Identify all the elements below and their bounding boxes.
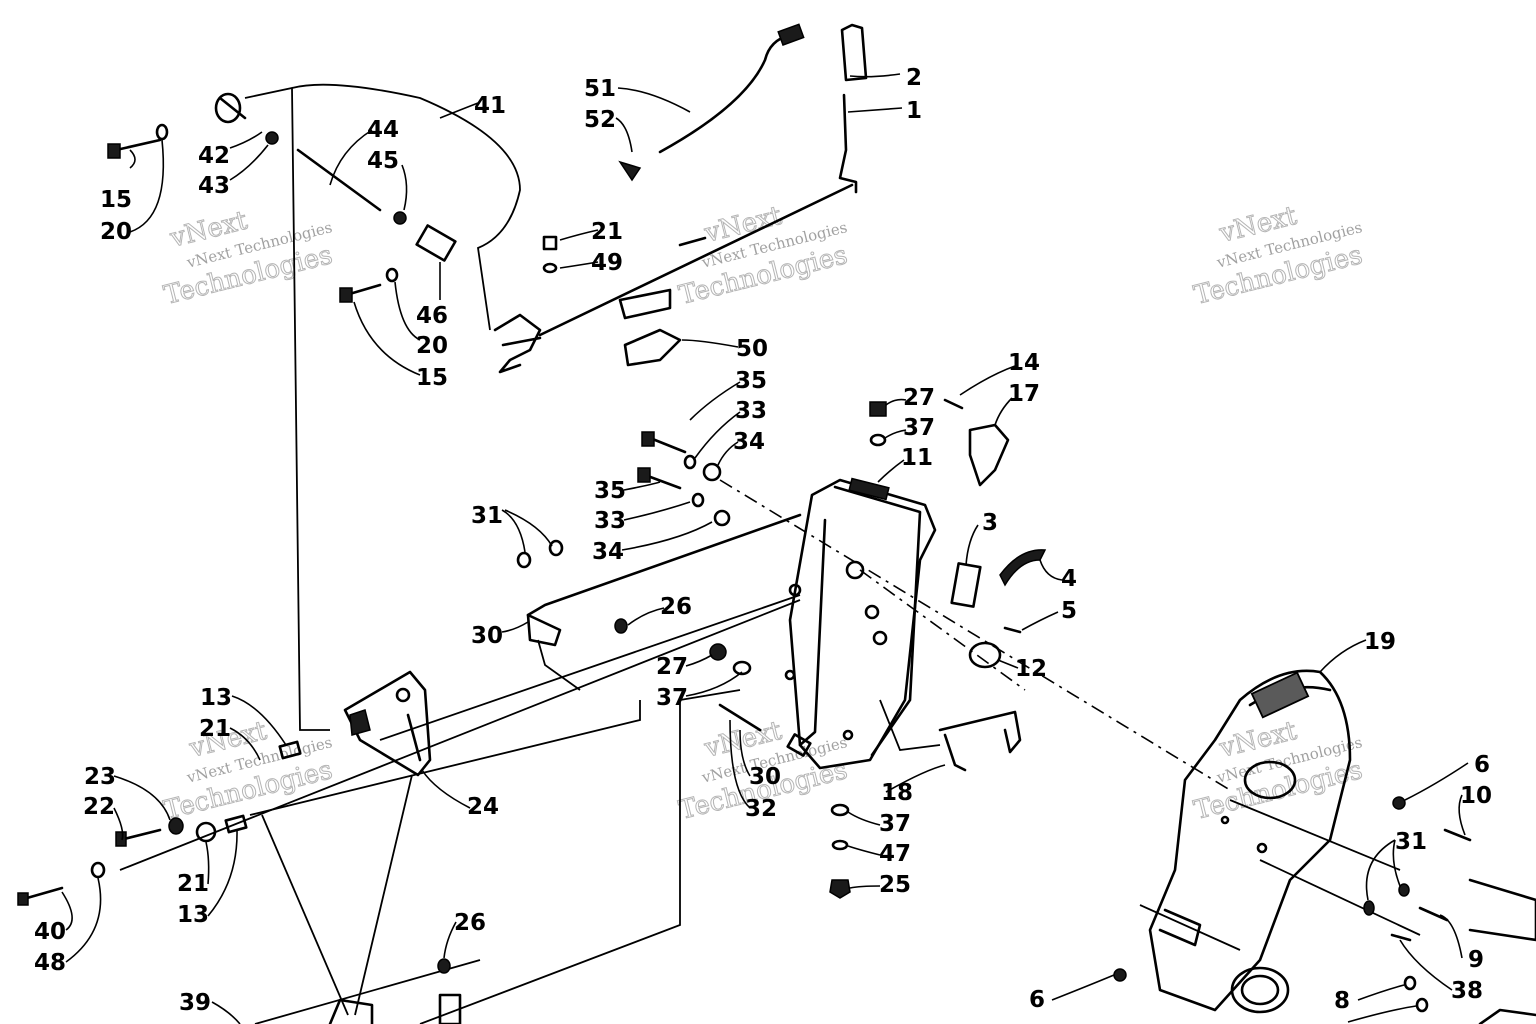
callout-13: 13 [177,902,209,928]
hardware-upper [107,123,558,303]
callout-22: 22 [83,794,115,820]
callout-33: 33 [594,508,626,534]
callout-3: 3 [982,510,998,536]
leader-lines [61,73,1469,1024]
callout-27: 27 [903,385,935,411]
callout-6: 6 [1029,987,1045,1013]
callout-30: 30 [749,764,781,790]
callout-19: 19 [1364,629,1396,655]
callout-4: 4 [1061,566,1077,592]
callout-51: 51 [584,76,616,102]
callout-37: 37 [879,811,911,837]
callout-14: 14 [1008,350,1040,376]
bracket-50 [618,288,682,367]
callout-45: 45 [367,148,399,174]
hardware-right [1113,796,1536,1024]
callout-48: 48 [34,950,66,976]
callout-6: 6 [1474,752,1490,778]
callout-33: 33 [735,398,767,424]
callout-23: 23 [84,764,116,790]
rear-cover [1148,669,1352,1014]
callout-21: 21 [591,219,623,245]
callout-2: 2 [906,65,922,91]
callout-24: 24 [467,794,499,820]
callout-30: 30 [471,623,503,649]
callout-50: 50 [736,336,768,362]
callout-8: 8 [1334,988,1350,1014]
callout-35: 35 [735,368,767,394]
callout-27: 27 [656,654,688,680]
callout-39: 39 [179,990,211,1016]
callout-26: 26 [660,594,692,620]
callout-38: 38 [1451,978,1483,1004]
callout-31: 31 [1395,829,1427,855]
callout-15: 15 [100,187,132,213]
callout-10: 10 [1460,783,1492,809]
callout-37: 37 [903,415,935,441]
callout-11: 11 [901,445,933,471]
callout-20: 20 [100,219,132,245]
callout-42: 42 [198,143,230,169]
callout-49: 49 [591,250,623,276]
callout-9: 9 [1468,947,1484,973]
callout-40: 40 [34,919,66,945]
callout-17: 17 [1008,381,1040,407]
callout-34: 34 [592,539,624,565]
gearcase-housing [784,477,937,770]
callout-37: 37 [656,685,688,711]
callout-41: 41 [474,93,506,119]
callout-5: 5 [1061,598,1077,624]
callout-32: 32 [745,796,777,822]
hardware-middle [516,398,1047,899]
shift-pivot-linkage [214,92,542,374]
speed-cable [618,23,805,182]
callout-21: 21 [177,871,209,897]
lower-linkage [17,670,462,1024]
callout-26: 26 [454,910,486,936]
callout-44: 44 [367,117,399,143]
callout-21: 21 [199,716,231,742]
shift-lever [538,23,868,337]
callout-1: 1 [906,98,922,124]
callout-46: 46 [416,303,448,329]
callout-47: 47 [879,841,911,867]
callout-34: 34 [733,429,765,455]
callout-18: 18 [881,780,913,806]
callout-35: 35 [594,478,626,504]
callout-15: 15 [416,365,448,391]
callout-20: 20 [416,333,448,359]
callout-43: 43 [198,173,230,199]
callout-13: 13 [200,685,232,711]
callout-12: 12 [1015,656,1047,682]
callout-25: 25 [879,872,911,898]
callout-52: 52 [584,107,616,133]
callout-31: 31 [471,503,503,529]
